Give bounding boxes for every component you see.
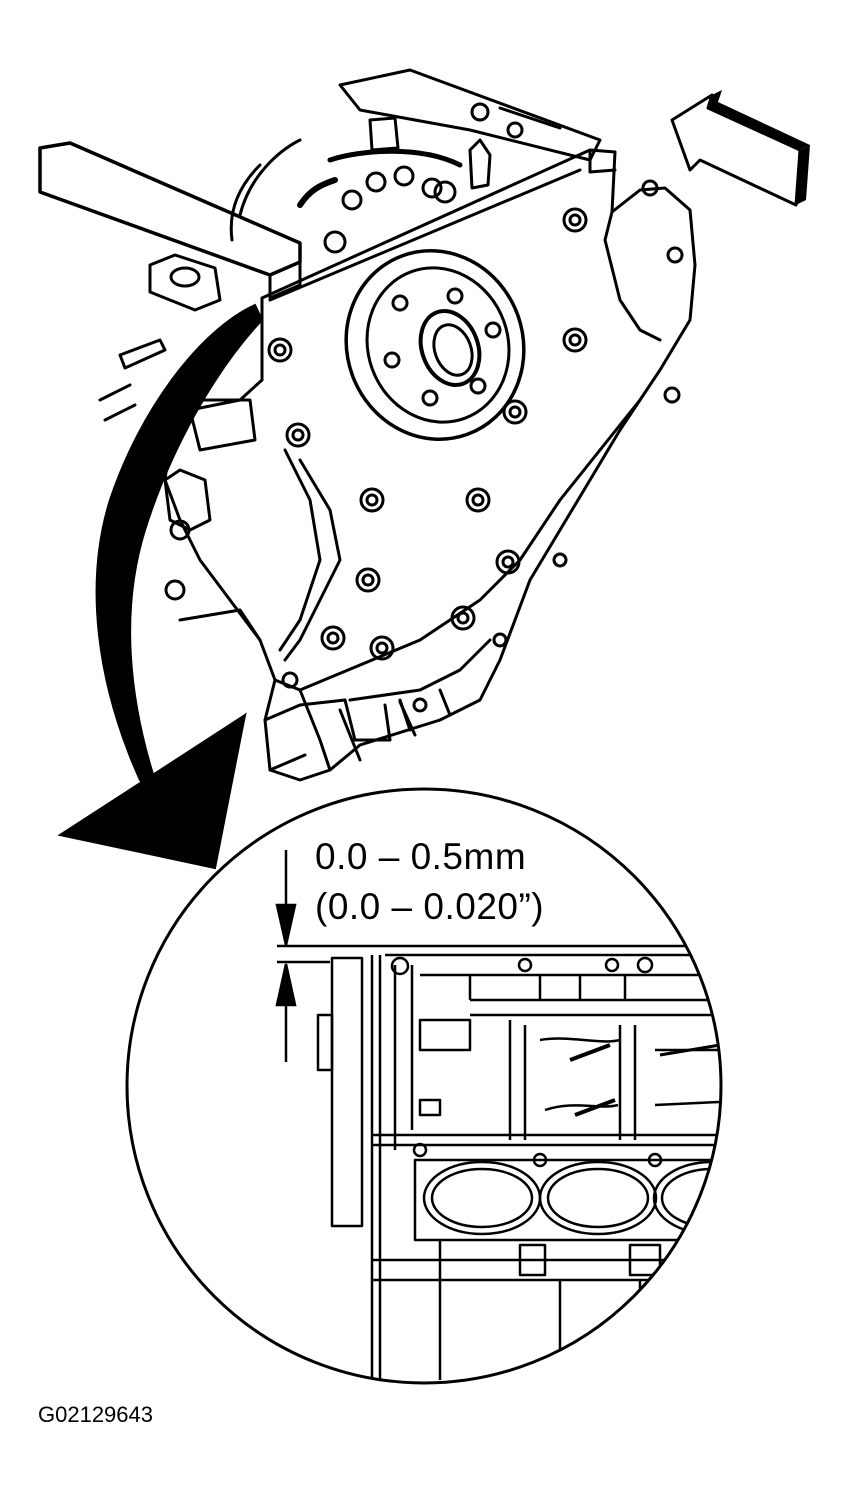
oil-pan-rail <box>263 179 684 772</box>
cover-bolts <box>267 180 588 661</box>
dimension-arrow-icon <box>275 850 297 1062</box>
clearance-spec-imperial: (0.0 – 0.020”) <box>315 886 545 927</box>
crank-sprocket <box>229 138 463 242</box>
detail-callout-arrow-icon <box>57 303 264 870</box>
view-direction-arrow-icon <box>670 90 810 207</box>
clearance-spec-metric: 0.0 – 0.5mm <box>315 836 527 877</box>
figure-id: G02129643 <box>38 1402 153 1427</box>
crankshaft-seal <box>344 249 526 441</box>
front-cover-housing <box>163 148 697 782</box>
detail-magnifier <box>125 787 723 1385</box>
lifting-bracket <box>38 141 302 312</box>
engine-block-top <box>338 68 602 190</box>
